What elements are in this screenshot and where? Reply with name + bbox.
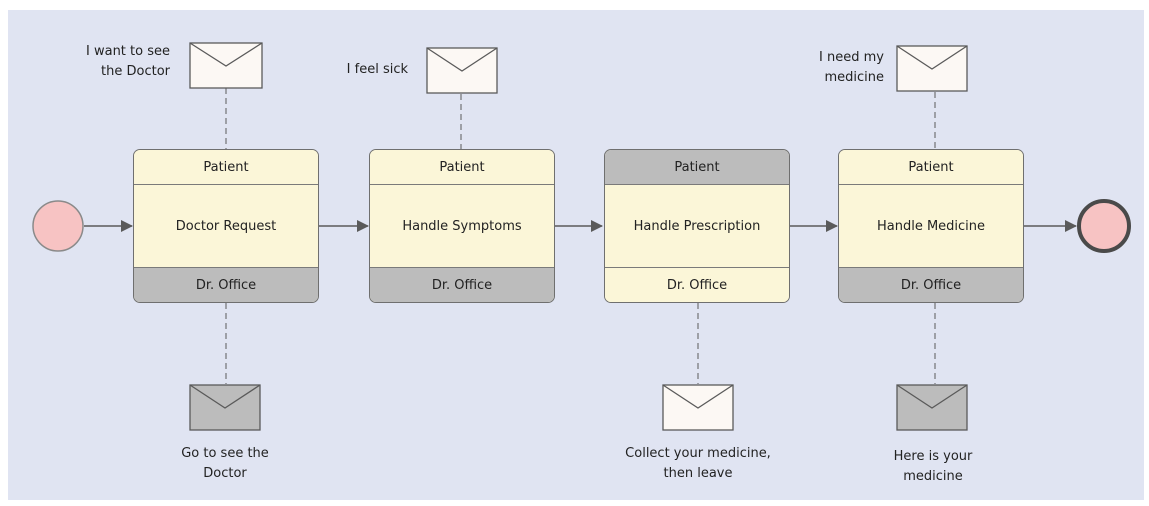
task-name: Handle Medicine bbox=[876, 218, 986, 234]
task-name: Handle Prescription bbox=[633, 218, 761, 234]
message-label: I need my medicine bbox=[819, 50, 884, 85]
envelope-icon[interactable] bbox=[189, 42, 263, 89]
participant-band-bottom: Dr. Office bbox=[370, 267, 554, 302]
envelope-icon[interactable] bbox=[189, 384, 261, 431]
diagram-canvas: Patient Doctor Request Dr. Office Patien… bbox=[8, 10, 1144, 500]
participant-band-top: Patient bbox=[370, 150, 554, 185]
envelope-icon[interactable] bbox=[662, 384, 734, 431]
participant-band-bottom: Dr. Office bbox=[605, 267, 789, 302]
participant-band-bottom: Dr. Office bbox=[134, 267, 318, 302]
choreography-task-handle-prescription[interactable]: Patient Handle Prescription Dr. Office bbox=[604, 149, 790, 303]
envelope-icon[interactable] bbox=[896, 384, 968, 431]
participant-band-top: Patient bbox=[134, 150, 318, 185]
message-label: Collect your medicine, then leave bbox=[625, 446, 771, 481]
choreography-task-handle-symptoms[interactable]: Patient Handle Symptoms Dr. Office bbox=[369, 149, 555, 303]
choreography-task-doctor-request[interactable]: Patient Doctor Request Dr. Office bbox=[133, 149, 319, 303]
end-event[interactable] bbox=[1077, 199, 1131, 253]
message-label: Go to see the Doctor bbox=[181, 446, 269, 481]
task-name: Doctor Request bbox=[175, 218, 277, 234]
connector-layer bbox=[32, 42, 1131, 431]
message-label: Here is your medicine bbox=[893, 449, 973, 484]
choreography-task-handle-medicine[interactable]: Patient Handle Medicine Dr. Office bbox=[838, 149, 1024, 303]
message-label: I feel sick bbox=[346, 62, 408, 77]
participant-band-bottom: Dr. Office bbox=[839, 267, 1023, 302]
envelope-icon[interactable] bbox=[896, 45, 968, 92]
start-event[interactable] bbox=[32, 200, 84, 252]
participant-band-top: Patient bbox=[839, 150, 1023, 185]
participant-band-top: Patient bbox=[605, 150, 789, 185]
message-label: I want to see the Doctor bbox=[86, 44, 170, 79]
envelope-icon[interactable] bbox=[426, 47, 498, 94]
task-name: Handle Symptoms bbox=[402, 218, 522, 234]
